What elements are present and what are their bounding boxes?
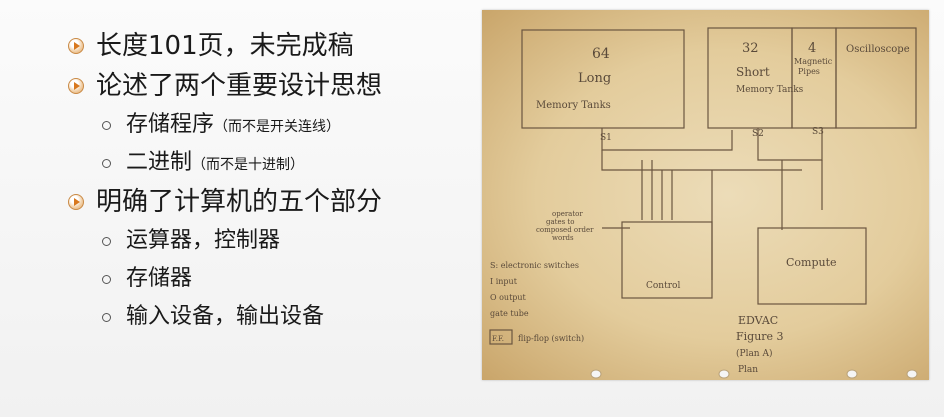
- pipe-label-2: Pipes: [798, 67, 820, 76]
- operator-note-2: gates to: [546, 218, 574, 226]
- sub-bullet-item: 运算器，控制器: [66, 222, 476, 260]
- long-tanks-box: [521, 29, 685, 129]
- sketch-title: EDVAC: [738, 314, 778, 327]
- bullet-text: 二进制: [126, 150, 193, 175]
- pipe-count: 4: [808, 41, 816, 56]
- sub-bullet-item: 二进制（而不是十进制）: [66, 144, 476, 182]
- long-count: 64: [592, 46, 610, 62]
- edvac-sketch-image: 64 Long Memory Tanks 32 Short Memory Tan…: [482, 10, 929, 380]
- control-label: Control: [646, 281, 680, 291]
- legend-item: O output: [490, 293, 527, 302]
- circle-bullet-icon: [102, 121, 111, 130]
- compute-box: [757, 227, 867, 305]
- long-label-2: Memory Tanks: [536, 100, 611, 111]
- bullet-list: 长度101页，未完成稿 论述了两个重要设计思想 存储程序（而不是开关连线） 二进…: [66, 26, 476, 336]
- legend-item: S: electronic switches: [490, 261, 579, 270]
- bullet-text: 存储器: [126, 266, 193, 291]
- control-box: [621, 221, 713, 299]
- bullet-item: 明确了计算机的五个部分: [66, 182, 476, 222]
- long-label: Long: [578, 71, 611, 86]
- circle-bullet-icon: [102, 159, 111, 168]
- compute-label: Compute: [786, 256, 837, 269]
- pipe-label: Magnetic: [794, 57, 833, 66]
- sketch-figure: Figure 3: [736, 330, 784, 343]
- bullet-item: 论述了两个重要设计思想: [66, 66, 476, 106]
- bullet-text: 存储程序: [126, 112, 215, 137]
- bullet-note: （而不是十进制）: [192, 157, 305, 173]
- sub-bullet-item: 存储程序（而不是开关连线）: [66, 106, 476, 144]
- sketch-drawing: 64 Long Memory Tanks 32 Short Memory Tan…: [489, 27, 918, 379]
- operator-note-1: operator: [552, 210, 583, 218]
- bullet-text: 论述了两个重要设计思想: [96, 71, 383, 101]
- play-bullet-icon: [68, 38, 84, 54]
- bullet-note: （而不是开关连线）: [214, 119, 341, 135]
- play-bullet-icon: [68, 194, 84, 210]
- circle-bullet-icon: [102, 275, 111, 284]
- legend-ff-box: [489, 329, 513, 345]
- sub-bullet-item: 存储器: [66, 260, 476, 298]
- circle-bullet-icon: [102, 237, 111, 246]
- bullet-text: 运算器，控制器: [126, 228, 281, 253]
- operator-note-3: composed order: [536, 226, 594, 234]
- play-bullet-icon: [68, 78, 84, 94]
- legend-item: I input: [490, 277, 518, 286]
- bullet-item: 长度101页，未完成稿: [66, 26, 476, 66]
- switch-s3: S3: [812, 127, 824, 137]
- oscilloscope-box: [835, 27, 917, 129]
- scope-label: Oscilloscope: [846, 44, 910, 55]
- bullet-text: 长度101页，未完成稿: [96, 31, 354, 61]
- legend-item: gate tube: [490, 309, 529, 318]
- short-count: 32: [742, 41, 759, 56]
- bullet-text: 输入设备，输出设备: [126, 304, 325, 329]
- sub-bullet-item: 输入设备，输出设备: [66, 298, 476, 336]
- circle-bullet-icon: [102, 313, 111, 322]
- sketch-figure-sub: (Plan A): [736, 348, 772, 359]
- legend-item: flip-flop (switch): [518, 334, 584, 343]
- sketch-plan: Plan: [738, 365, 758, 375]
- short-label-2: Memory Tanks: [736, 85, 804, 95]
- bullet-text: 明确了计算机的五个部分: [96, 187, 383, 217]
- legend-ff: F.F.: [492, 335, 504, 343]
- short-label: Short: [736, 65, 770, 79]
- operator-note-4: words: [552, 234, 574, 242]
- switch-s1: S1: [600, 133, 612, 143]
